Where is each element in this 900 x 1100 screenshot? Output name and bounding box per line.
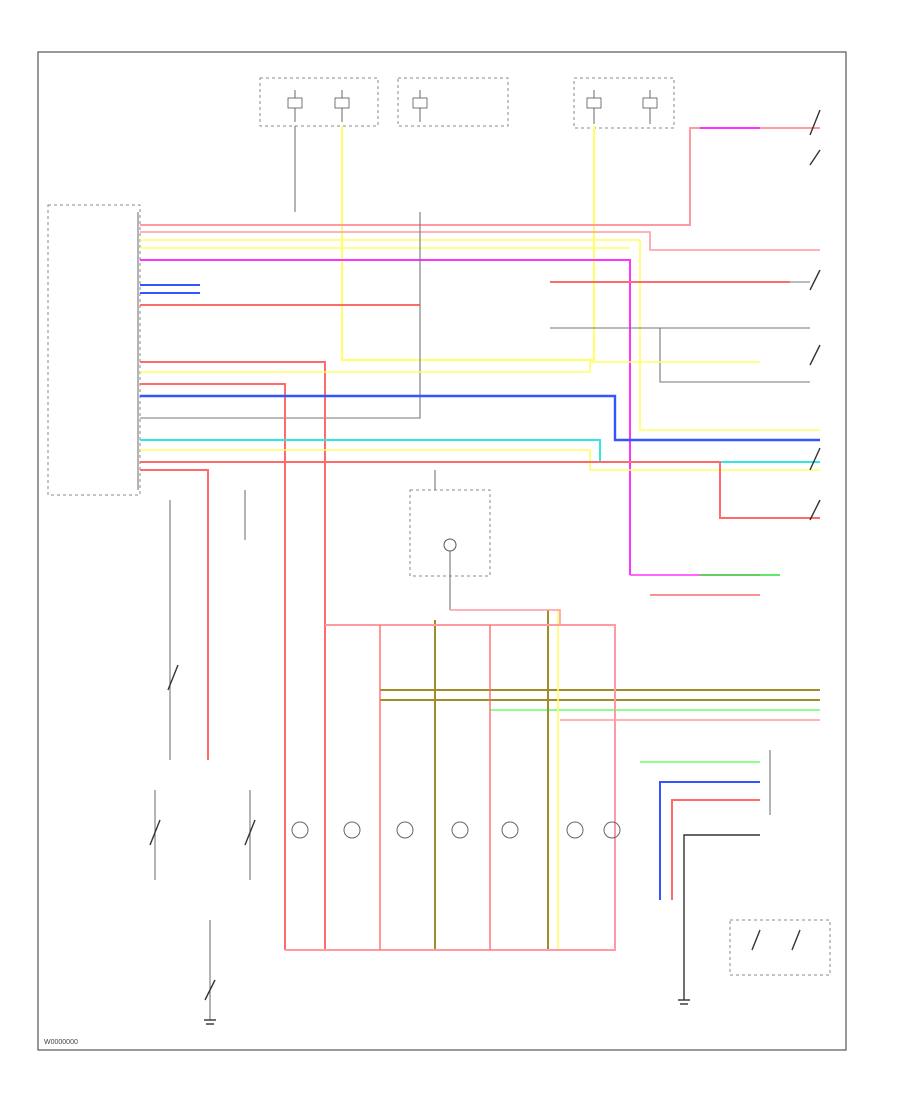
wire-red-row-6: [140, 361, 326, 950]
wire-yellow-row-7: [140, 361, 760, 373]
lamp-6: [566, 821, 584, 839]
switch-right-5: [809, 499, 821, 521]
wire-yellow-1: [341, 126, 595, 361]
fuse-block-right: [573, 77, 675, 129]
wire-red-right: [550, 281, 790, 596]
wire-yellow-row-3: [140, 239, 820, 431]
diagram-code: W0000000: [44, 1039, 78, 1046]
wire-red-row-1: [140, 127, 820, 226]
wire-pink-row-2: [140, 231, 820, 251]
lamp-2: [343, 821, 361, 839]
lamp-5: [501, 821, 519, 839]
lamp-bus: [285, 609, 616, 951]
center-lamp-switch: [409, 470, 491, 610]
fuse-block-left: [259, 77, 379, 212]
ground-symbol-left: [204, 1019, 216, 1025]
lamp-1: [291, 821, 309, 839]
body-control-module: [47, 204, 141, 496]
right-lower-connector: [640, 750, 831, 1000]
wire-brown-harness: [380, 689, 820, 721]
wire-cyan-row: [140, 439, 820, 463]
lamp-7: [603, 821, 621, 839]
diagram-frame: [37, 51, 847, 1051]
left-switch-chain: [149, 490, 256, 1020]
wire-blue-short: [140, 284, 200, 294]
wire-blue-long: [140, 394, 820, 442]
wire-yellow-row-9: [140, 449, 820, 471]
switch-right-2: [809, 269, 821, 291]
lamp-4: [451, 821, 469, 839]
fuse-block-middle: [397, 77, 509, 127]
switch-right-1: [809, 109, 821, 166]
lamp-3: [396, 821, 414, 839]
wire-gray-rows: [140, 212, 810, 419]
wire-brown-verticals: [434, 610, 559, 950]
wire-red-row-10: [140, 461, 820, 760]
wire-red-row-8: [140, 383, 286, 950]
switch-right-3: [809, 344, 821, 366]
ground-symbol-right: [678, 999, 690, 1005]
switch-right-4: [809, 447, 821, 471]
